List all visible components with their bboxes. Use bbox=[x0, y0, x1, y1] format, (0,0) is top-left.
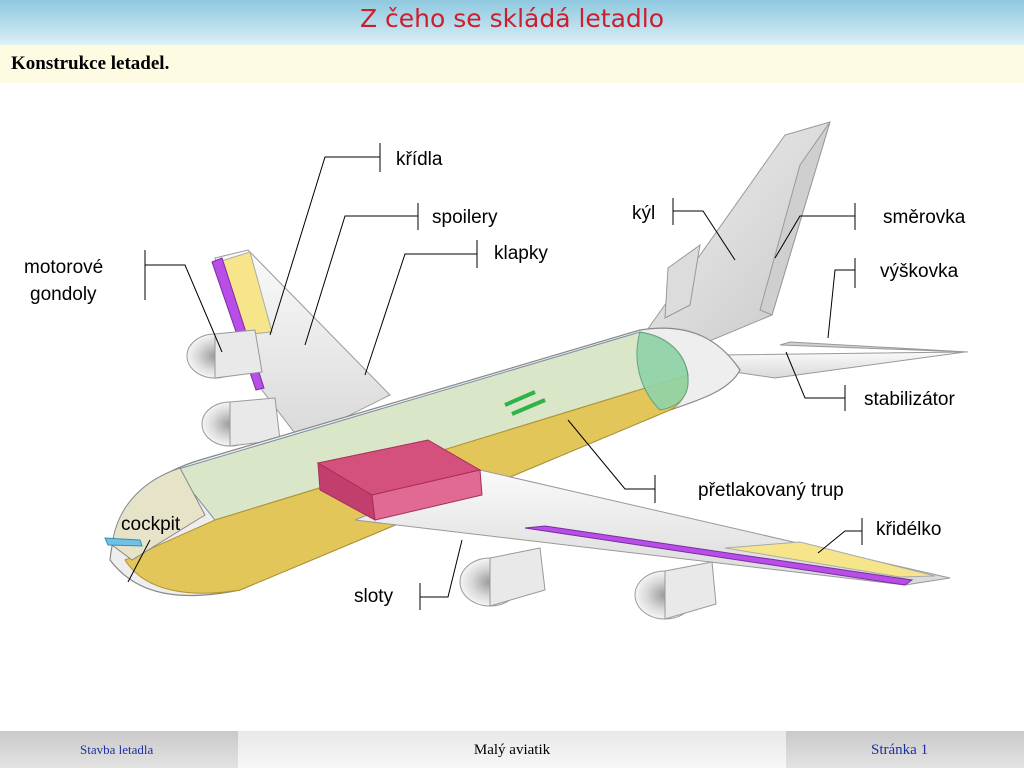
near-aileron bbox=[524, 525, 914, 586]
leader-stabilizator bbox=[785, 351, 846, 411]
label-vyskovka: výškovka bbox=[880, 261, 959, 282]
label-motorove: motorové bbox=[24, 257, 104, 278]
label-klapky: klapky bbox=[494, 243, 548, 264]
leader-smerovka bbox=[774, 203, 856, 259]
label-kridla: křídla bbox=[396, 149, 443, 170]
label-sloty: sloty bbox=[354, 586, 394, 607]
leader-kyl bbox=[672, 198, 736, 261]
near-engine-outer-nacelle bbox=[664, 561, 717, 620]
footer-left: Stavba letadla bbox=[0, 731, 238, 768]
label-smerovka: směrovka bbox=[883, 207, 966, 228]
footer-left-text: Stavba letadla bbox=[80, 742, 154, 757]
wing-box-side bbox=[371, 469, 483, 521]
leader-vyskovka bbox=[827, 258, 856, 339]
footer-page-number: Stránka 1 bbox=[871, 742, 929, 758]
leader-kridla bbox=[269, 143, 381, 336]
horizontal-stabilizer bbox=[718, 351, 966, 379]
leader-cockpit bbox=[127, 539, 151, 583]
cockpit-windows bbox=[104, 537, 143, 547]
subtitle-bar: Konstrukce letadel. bbox=[0, 45, 1024, 83]
near-wing-tip-highlight bbox=[724, 541, 936, 578]
leader-klapky bbox=[364, 240, 478, 376]
near-engine-inner-nacelle bbox=[489, 547, 546, 607]
label-kridelko: křidélko bbox=[876, 519, 942, 540]
leader-spoilery bbox=[304, 203, 419, 346]
green-mark-1 bbox=[504, 390, 536, 407]
leader-motorove bbox=[144, 250, 223, 353]
slide-subtitle: Konstrukce letadel. bbox=[11, 53, 170, 74]
leader-pretlakovany bbox=[567, 419, 656, 503]
slide-title: Z čeho se skládá letadlo bbox=[359, 4, 665, 33]
label-kyl: kýl bbox=[632, 203, 656, 224]
label-pretlakovany-trup: přetlakovaný trup bbox=[698, 480, 844, 501]
airplane-diagram bbox=[104, 121, 969, 620]
footer-center: Malý aviatik bbox=[238, 731, 786, 768]
footer-right: Stránka 1 bbox=[786, 731, 1024, 768]
elevator bbox=[779, 341, 969, 353]
pressure-bulkhead bbox=[636, 331, 689, 411]
title-bar: Z čeho se skládá letadlo bbox=[0, 0, 1024, 45]
label-gondoly: gondoly bbox=[30, 284, 97, 305]
footer-center-text: Malý aviatik bbox=[473, 742, 551, 758]
label-spoilery: spoilery bbox=[432, 207, 498, 228]
green-mark-2 bbox=[511, 398, 546, 416]
leader-sloty bbox=[419, 539, 463, 610]
leader-kridelko bbox=[817, 518, 863, 554]
label-stabilizator: stabilizátor bbox=[864, 389, 955, 410]
footer: Stavba letadla Malý aviatik Stránka 1 bbox=[0, 731, 1024, 768]
label-cockpit: cockpit bbox=[121, 514, 181, 535]
cockpit-section bbox=[111, 467, 206, 561]
far-engine-outer-nacelle bbox=[214, 329, 263, 379]
rudder bbox=[759, 121, 831, 316]
tail-root-fairing bbox=[664, 243, 701, 319]
